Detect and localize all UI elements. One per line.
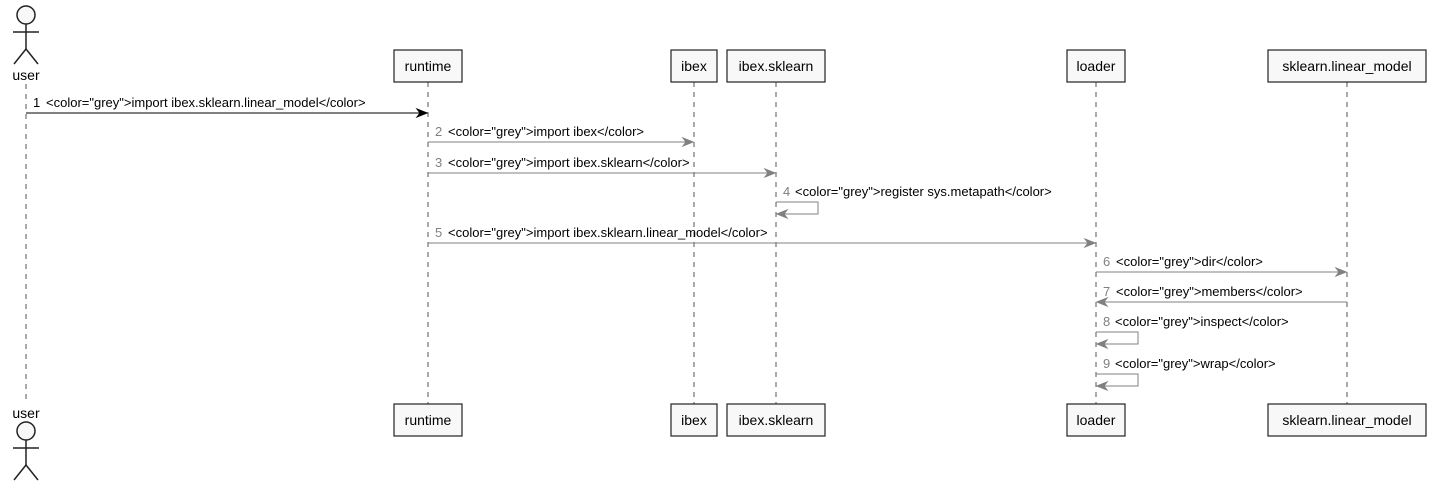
message-label: <color="grey">wrap</color> (1115, 356, 1276, 371)
arrow-head (1095, 338, 1109, 350)
participant-ibex-bottom: ibex (670, 403, 718, 437)
message-4: 4 <color="grey">register sys.metapath</co… (775, 184, 1052, 220)
participant-label: sklearn.linear_model (1282, 58, 1411, 74)
participant-label: loader (1077, 412, 1116, 428)
participant-box (1066, 403, 1126, 437)
message-7: 7 <color="grey">members</color> (1095, 284, 1347, 308)
actor-user-bottom-icon (13, 421, 39, 481)
actor-user-label-top: user (12, 67, 40, 83)
participant-box (393, 403, 463, 437)
message-1: 1 <color="grey">import ibex.sklearn.linea… (26, 95, 429, 119)
message-label: <color="grey">import ibex</color> (448, 124, 644, 139)
participant-box (726, 403, 826, 437)
message-line (776, 201, 819, 215)
message-label: <color="grey">import ibex.sklearn.linear… (46, 95, 366, 110)
message-number: 3 (435, 155, 442, 170)
message-number: 2 (435, 124, 442, 139)
message-2: 2 <color="grey">import ibex</color> (428, 124, 695, 148)
participant-box (1066, 49, 1126, 83)
arrow-head (415, 107, 429, 119)
participant-loader-top: loader (1066, 49, 1126, 83)
arrow-head (1095, 380, 1109, 392)
message-number: 9 (1103, 356, 1110, 371)
arrow-head (775, 208, 789, 220)
participant-label: ibex.sklearn (739, 58, 814, 74)
message-number: 7 (1103, 284, 1110, 299)
participant-label: ibex (681, 412, 707, 428)
message-line (1096, 331, 1139, 345)
message-number: 8 (1103, 314, 1110, 329)
message-label: <color="grey">register sys.metapath</col… (795, 184, 1052, 199)
message-number: 1 (33, 95, 40, 110)
participant-box (1267, 49, 1427, 83)
message-label: <color="grey">dir</color> (1116, 254, 1263, 269)
message-5: 5 <color="grey">import ibex.sklearn.linea… (428, 225, 1097, 249)
participant-box (670, 403, 718, 437)
arrow-head (1334, 266, 1348, 278)
message-number: 4 (783, 184, 790, 199)
actor-head (16, 5, 36, 25)
actor-head (16, 421, 36, 441)
message-3: 3 <color="grey">import ibex.sklearn</colo… (428, 155, 777, 179)
participant-label: runtime (405, 412, 452, 428)
participant-linear_model-top: sklearn.linear_model (1267, 49, 1427, 83)
participant-box (670, 49, 718, 83)
participant-runtime-bottom: runtime (393, 403, 463, 437)
message-9: 9 <color="grey">wrap</color> (1095, 356, 1276, 392)
participant-runtime-top: runtime (393, 49, 463, 83)
actor-user-label-bottom: user (12, 405, 40, 421)
participant-box (393, 49, 463, 83)
message-6: 6 <color="grey">dir</color> (1096, 254, 1348, 278)
message-8: 8 <color="grey">inspect</color> (1095, 314, 1289, 350)
participant-linear_model-bottom: sklearn.linear_model (1267, 403, 1427, 437)
participant-ibex_sklearn-top: ibex.sklearn (726, 49, 826, 83)
participant-label: ibex (681, 58, 707, 74)
message-label: <color="grey">inspect</color> (1115, 314, 1289, 329)
actor-legs (13, 463, 39, 481)
participant-label: loader (1077, 58, 1116, 74)
arrow-head (763, 167, 777, 179)
participant-label: runtime (405, 58, 452, 74)
message-label: <color="grey">members</color> (1116, 284, 1303, 299)
message-label: <color="grey">import ibex.sklearn.linear… (448, 225, 768, 240)
participant-ibex_sklearn-bottom: ibex.sklearn (726, 403, 826, 437)
participant-label: ibex.sklearn (739, 412, 814, 428)
arrow-head (1083, 237, 1097, 249)
participant-box (726, 49, 826, 83)
message-number: 5 (435, 225, 442, 240)
participant-label: sklearn.linear_model (1282, 412, 1411, 428)
arrow-head (681, 136, 695, 148)
message-line (1096, 373, 1139, 387)
participant-ibex-top: ibex (670, 49, 718, 83)
participant-loader-bottom: loader (1066, 403, 1126, 437)
arrow-head (1095, 296, 1109, 308)
message-number: 6 (1103, 254, 1110, 269)
actor-user-top-icon (13, 5, 39, 65)
actor-legs (13, 47, 39, 65)
participant-box (1267, 403, 1427, 437)
message-label: <color="grey">import ibex.sklearn</color… (448, 155, 690, 170)
